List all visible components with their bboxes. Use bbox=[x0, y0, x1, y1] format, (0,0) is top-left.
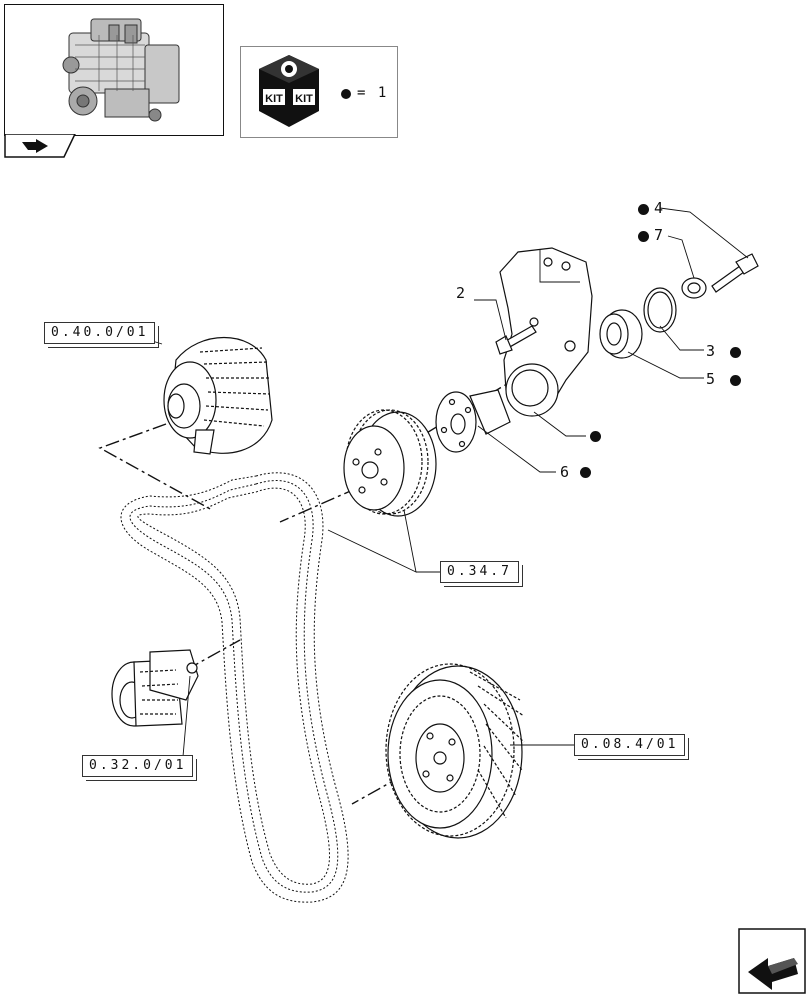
callout-4: 4 bbox=[654, 199, 665, 217]
screw-part bbox=[495, 325, 537, 355]
engine-thumbnail[interactable] bbox=[4, 4, 224, 136]
hub-part bbox=[435, 389, 511, 453]
ref-tensioner-link[interactable]: 0.32.0/01 bbox=[82, 755, 198, 781]
engine-thumbnail-icon bbox=[62, 18, 180, 122]
circlip-part bbox=[643, 277, 707, 333]
alternator-centerline bbox=[98, 423, 213, 511]
kit-dot-4 bbox=[638, 204, 649, 215]
bolt-part bbox=[711, 253, 759, 293]
kit-dot-5 bbox=[730, 375, 741, 386]
kit-equals-text: = 1 bbox=[357, 85, 389, 101]
kit-label-right: KIT bbox=[295, 93, 313, 105]
tensioner-part bbox=[111, 649, 199, 727]
callout-5: 5 bbox=[706, 370, 717, 388]
fan-pulley-part bbox=[343, 409, 437, 517]
bearing-part bbox=[599, 309, 643, 359]
ref-pulley-link[interactable]: 0.34.7 bbox=[440, 561, 523, 587]
callout-6: 6 bbox=[560, 463, 571, 481]
callout-3: 3 bbox=[706, 342, 717, 360]
kit-dot-housing bbox=[590, 431, 601, 442]
ref-alternator-link[interactable]: 0.40.0/01 bbox=[44, 322, 160, 348]
kit-legend: KIT KIT = 1 bbox=[240, 46, 398, 138]
alternator-part bbox=[163, 336, 273, 455]
crank-damper-part bbox=[385, 663, 525, 839]
ref-damper-link[interactable]: 0.08.4/01 bbox=[574, 734, 690, 760]
callout-2: 2 bbox=[456, 284, 467, 302]
back-arrow-icon[interactable] bbox=[4, 134, 76, 158]
callout-7: 7 bbox=[654, 226, 665, 244]
tensioner-bracket-part bbox=[499, 247, 593, 417]
kit-box-icon: KIT KIT bbox=[259, 55, 319, 127]
kit-dot-icon bbox=[341, 89, 351, 99]
leader-lines bbox=[135, 207, 749, 769]
kit-label-left: KIT bbox=[265, 93, 283, 105]
next-page-arrow-icon[interactable] bbox=[738, 928, 806, 994]
kit-dot-3 bbox=[730, 347, 741, 358]
drive-belt bbox=[120, 472, 349, 903]
kit-dot-7 bbox=[638, 231, 649, 242]
kit-dot-6 bbox=[580, 467, 591, 478]
